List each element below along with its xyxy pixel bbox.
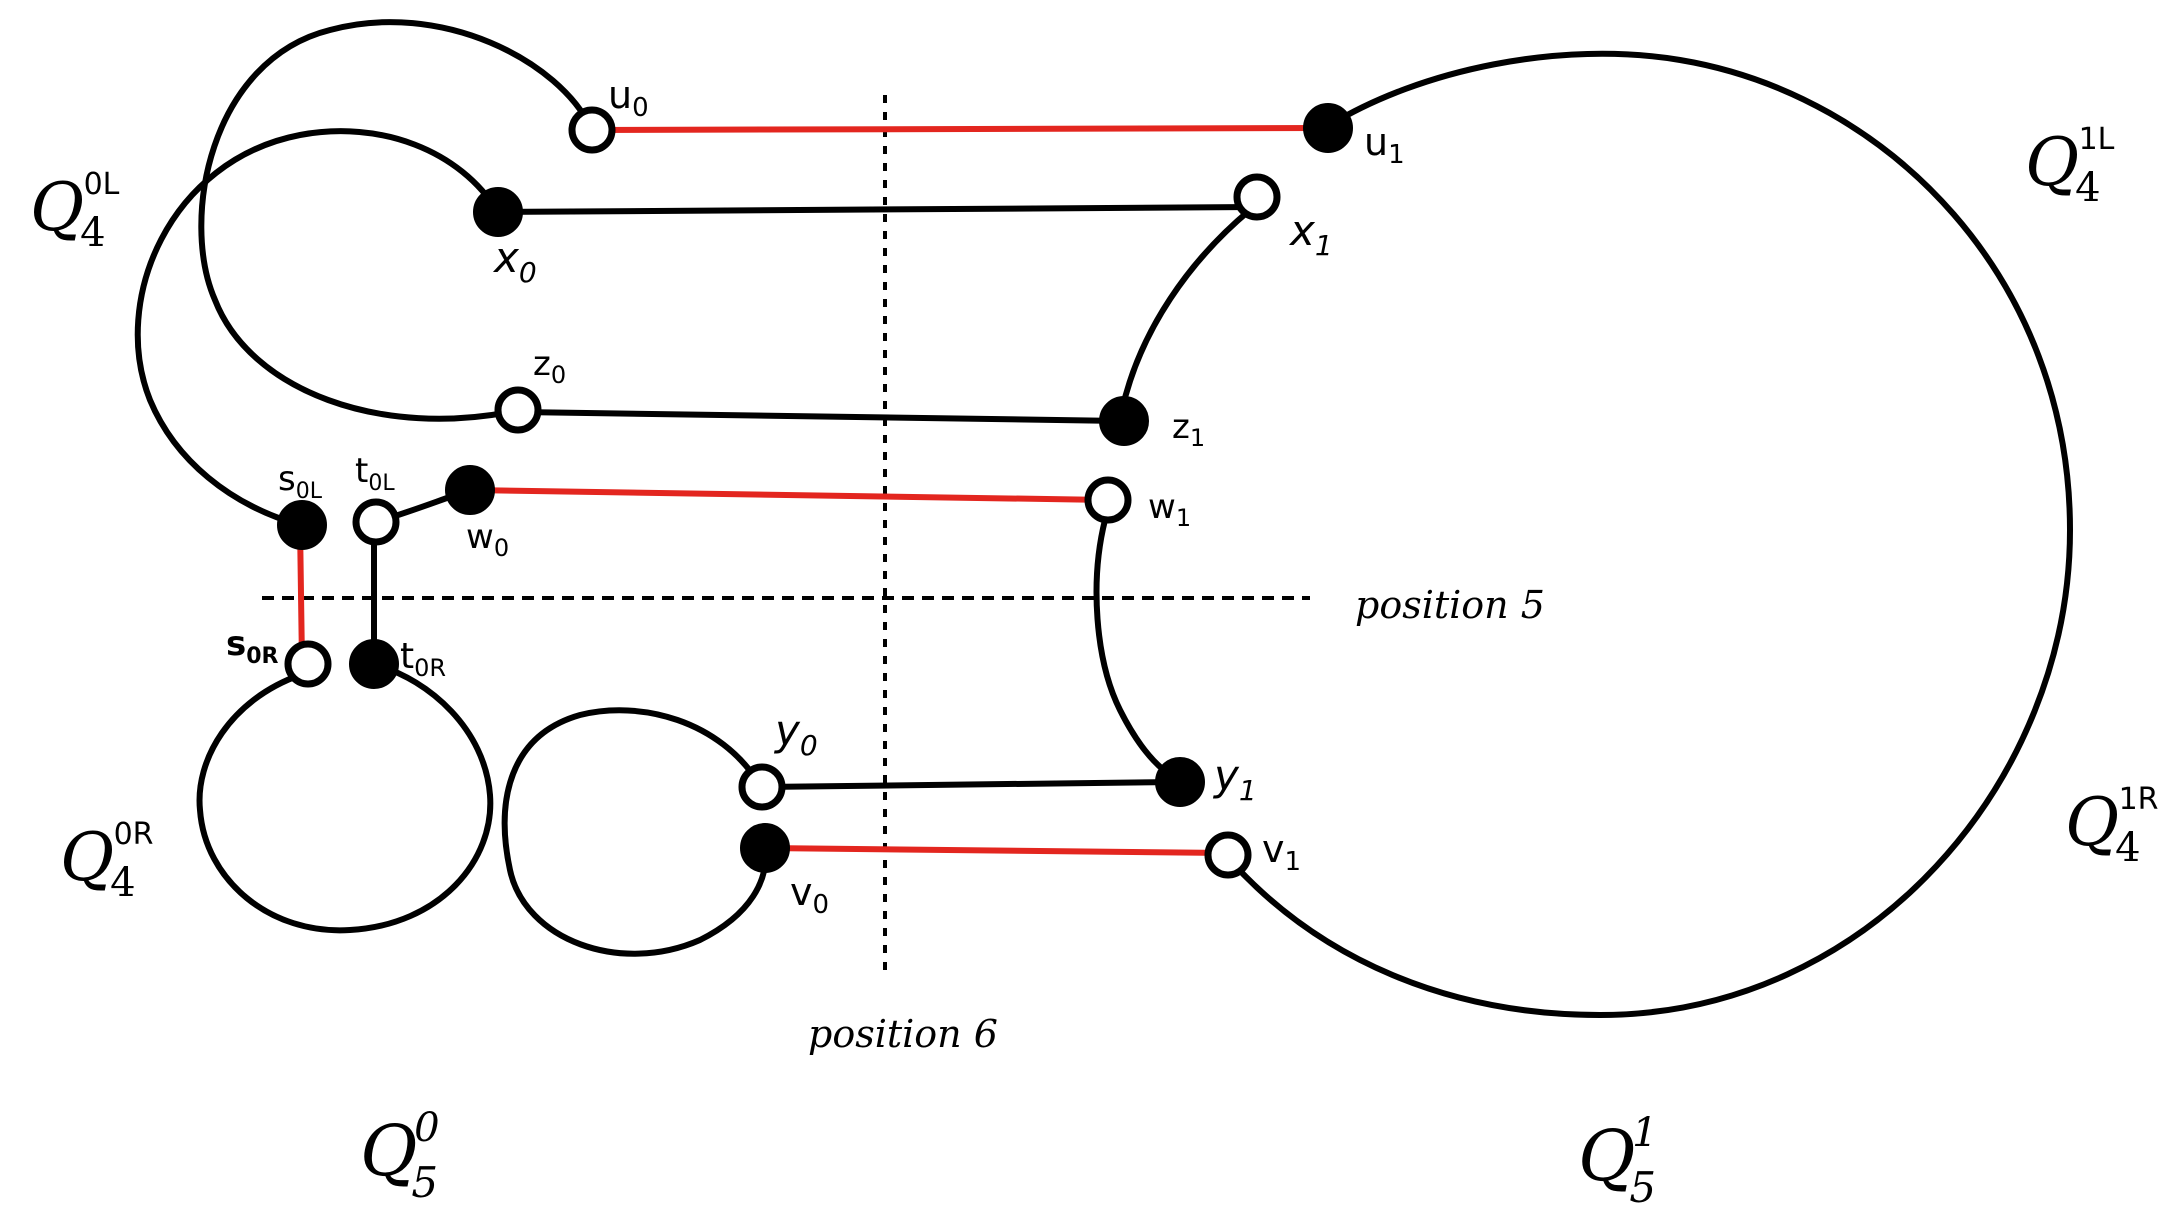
edge-z0-z1 [517, 409, 1125, 424]
label-w1: w1 [1148, 487, 1191, 532]
label-z0: z0 [533, 344, 566, 389]
label-z1: z1 [1172, 407, 1205, 452]
edge-w0-w1 [467, 487, 1111, 503]
label-q4-0l: Q40L [30, 167, 120, 256]
cycle-arc-x1-z1 [1119, 207, 1253, 413]
label-u1: u1 [1364, 120, 1405, 170]
node-v1 [1204, 831, 1252, 879]
node-w0 [445, 465, 495, 515]
node-s0r [284, 640, 332, 688]
label-s0l: s0L [278, 459, 323, 504]
node-s0l [277, 500, 327, 550]
node-y0 [738, 763, 786, 811]
node-y1 [1155, 757, 1205, 807]
label-x1: x1 [1288, 206, 1333, 262]
node-z0 [494, 386, 542, 434]
label-position-5: position 5 [1355, 583, 1545, 627]
label-q4-1r: Q41R [2065, 782, 2159, 871]
node-x0 [473, 187, 523, 237]
label-q5-0: Q50 [360, 1105, 440, 1207]
label-q4-0r: Q40R [60, 817, 154, 906]
label-t0l: t0L [355, 451, 395, 496]
node-u1 [1303, 103, 1353, 153]
cycle-arc-x0-s0l [134, 128, 501, 528]
label-y1: y1 [1212, 751, 1257, 807]
label-s0r: s0R [226, 624, 279, 669]
label-t0r: t0R [400, 636, 446, 682]
node-z1 [1099, 396, 1149, 446]
label-x0: x0 [492, 233, 537, 289]
edge-x0-x1 [495, 204, 1258, 215]
edge-v0-v1 [762, 845, 1231, 856]
label-q4-1l: Q41L [2025, 122, 2115, 211]
label-position-6: position 6 [808, 1012, 998, 1056]
cycle-arc-u0-z0 [198, 19, 595, 422]
edge-y0-y1 [759, 779, 1181, 790]
node-t0l [352, 498, 400, 546]
label-y0: y0 [773, 706, 818, 762]
cycle-arc-y0-v0 [501, 707, 769, 957]
label-v1: v1 [1262, 827, 1301, 877]
node-t0r [349, 639, 399, 689]
label-u0: u0 [608, 73, 649, 123]
edge-u0-u1 [589, 125, 1329, 133]
node-w1 [1084, 476, 1132, 524]
node-v0 [740, 823, 790, 873]
node-x1 [1233, 173, 1281, 221]
label-q5-1: Q51 [1578, 1110, 1658, 1212]
label-v0: v0 [790, 870, 829, 920]
cycle-arc-s0r-t0r [196, 662, 494, 934]
cycle-arc-w1-y1 [1093, 517, 1181, 783]
label-w0: w0 [466, 517, 509, 562]
node-u0 [568, 106, 616, 154]
cycle-arc-u1-v1 [1227, 50, 2074, 1019]
